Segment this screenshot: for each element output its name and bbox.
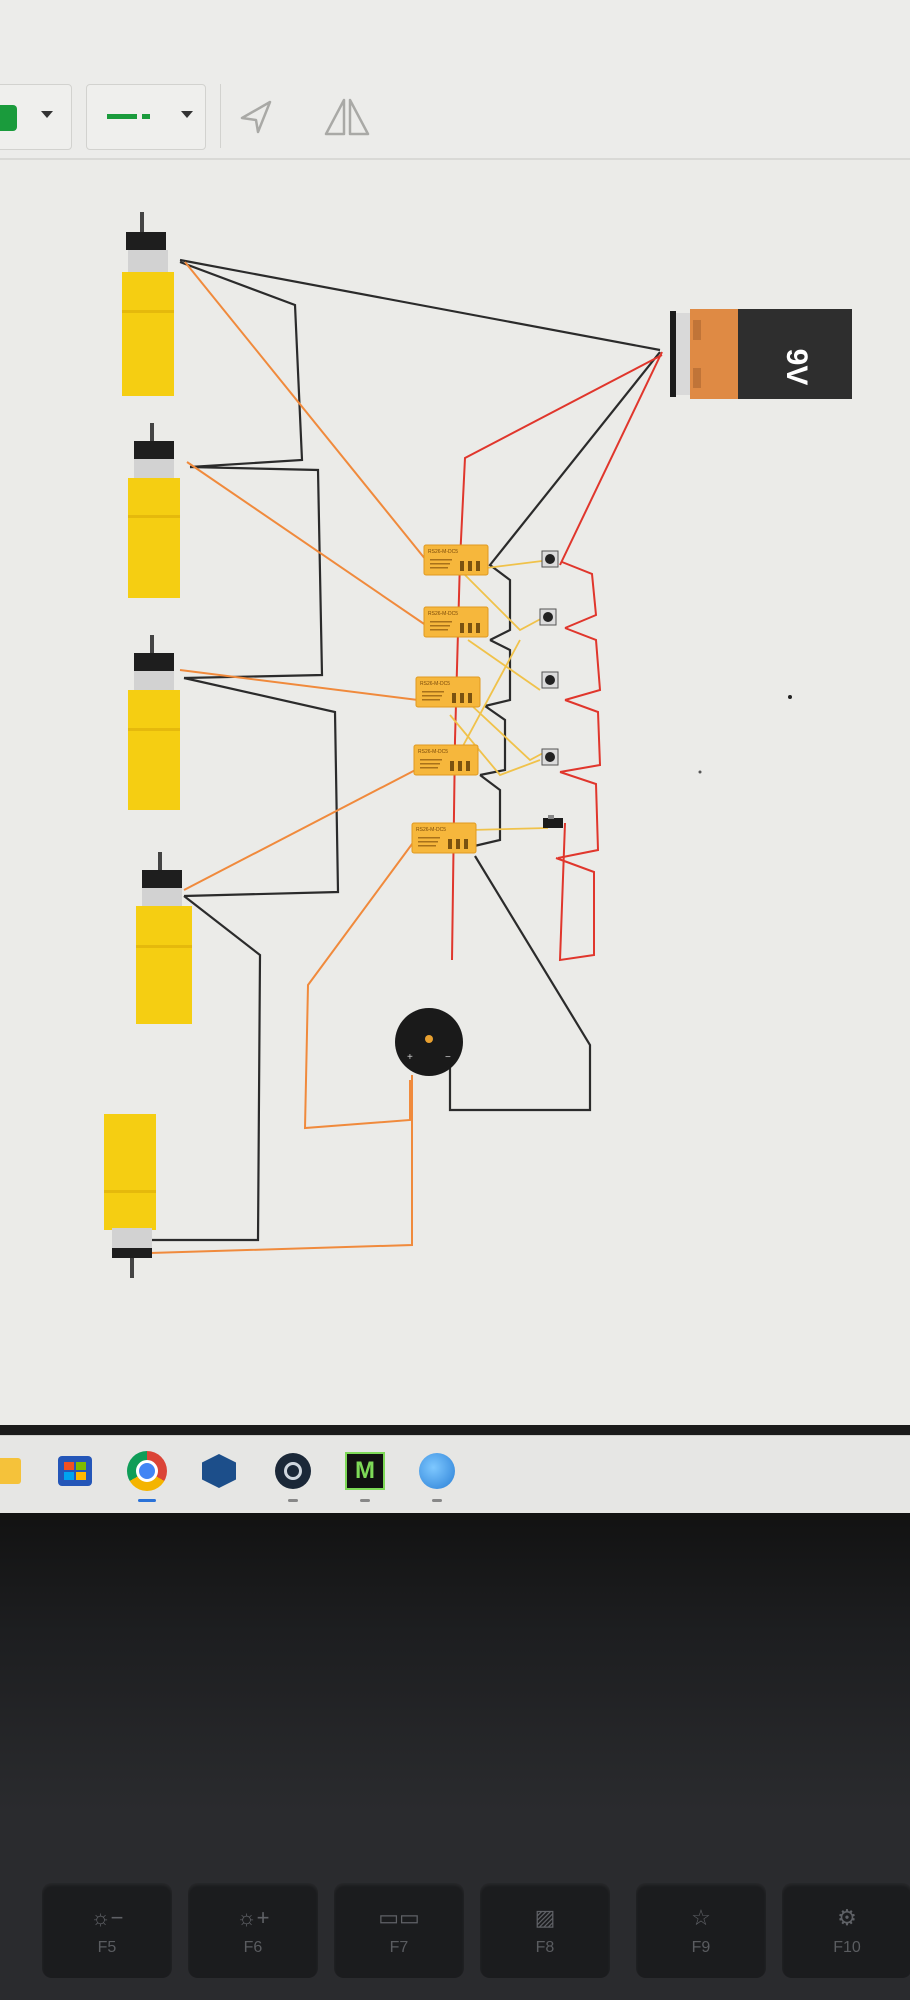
taskbar-microsoft-store[interactable] [52, 1448, 98, 1494]
taskbar-paint-app[interactable] [414, 1448, 460, 1502]
chevron-down-icon [181, 111, 193, 118]
motor-1[interactable] [122, 212, 174, 396]
toolbar [0, 0, 910, 160]
svg-text:+: + [407, 1052, 413, 1063]
m-app-icon: M [345, 1452, 385, 1490]
push-button-4[interactable] [541, 748, 559, 766]
relay-2-label: RS26-M-DC5 [428, 611, 458, 617]
svg-text:−: − [445, 1052, 451, 1063]
key-f6-label: F6 [243, 1938, 263, 1956]
keyboard: ☼− F5 ☼+ F6 ▭▭ F7 ▨ F8 ☆ F9 ⚙ F10 [0, 1813, 910, 2000]
paint-icon [419, 1453, 455, 1489]
touchpad-off-icon: ▨ [534, 1904, 556, 1930]
negative-wires [150, 258, 661, 1242]
taskbar-file-explorer[interactable] [0, 1448, 26, 1494]
line-style-dropdown[interactable] [86, 84, 206, 150]
line-style-swatch [107, 114, 137, 119]
fill-color-swatch [0, 105, 17, 131]
motor-2[interactable] [128, 423, 180, 598]
canvas-dot [788, 695, 792, 699]
motor-5[interactable] [104, 1114, 156, 1278]
circuit-diagram: 9V [104, 212, 852, 1278]
canvas-dot [698, 770, 702, 774]
battery-9v[interactable]: 9V [670, 309, 852, 399]
folder-icon [0, 1458, 21, 1484]
active-indicator [138, 1499, 156, 1502]
settings-icon: ⚙ [837, 1904, 857, 1930]
brightness-up-icon: ☼+ [236, 1904, 270, 1930]
sketchup-icon [202, 1454, 236, 1488]
key-f10[interactable]: ⚙ F10 [782, 1883, 910, 1978]
push-button-1[interactable] [541, 550, 559, 568]
relay-4-label: RS26-M-DC5 [418, 749, 448, 755]
push-button-3[interactable] [541, 671, 559, 689]
relay-1-label: RS26-M-DC5 [428, 549, 458, 555]
chevron-down-icon [41, 111, 53, 118]
key-f10-label: F10 [833, 1938, 861, 1956]
relay-3-label: RS26-M-DC5 [420, 681, 450, 687]
battery-label: 9V [780, 349, 813, 386]
relay-1[interactable]: RS26-M-DC5 [423, 544, 489, 576]
key-f8[interactable]: ▨ F8 [480, 1883, 610, 1978]
taskbar-steam[interactable] [270, 1448, 316, 1502]
screen-edge [0, 1425, 910, 1435]
key-f5-label: F5 [97, 1938, 117, 1956]
key-f9-label: F9 [691, 1938, 711, 1956]
laptop-bezel [0, 1513, 910, 1813]
key-f9[interactable]: ☆ F9 [636, 1883, 766, 1978]
running-indicator [360, 1499, 370, 1502]
buzzer[interactable]: + − [395, 1008, 463, 1076]
relay-5-label: RS26-M-DC5 [416, 827, 446, 833]
brightness-down-icon: ☼− [90, 1904, 124, 1930]
favorite-icon: ☆ [691, 1904, 711, 1930]
display-switch-icon: ▭▭ [378, 1904, 420, 1930]
line-style-dash [142, 114, 150, 119]
toolbar-divider [220, 84, 221, 148]
key-f7[interactable]: ▭▭ F7 [334, 1883, 464, 1978]
push-button-2[interactable] [539, 608, 557, 626]
store-icon [58, 1456, 92, 1486]
fill-color-dropdown[interactable] [0, 84, 72, 150]
key-f7-label: F7 [389, 1938, 409, 1956]
key-f8-label: F8 [535, 1938, 555, 1956]
taskbar-m-app[interactable]: M [342, 1448, 388, 1502]
relay-3[interactable]: RS26-M-DC5 [415, 676, 481, 708]
key-f6[interactable]: ☼+ F6 [188, 1883, 318, 1978]
taskbar-chrome[interactable] [124, 1448, 170, 1502]
relay-2[interactable]: RS26-M-DC5 [423, 606, 489, 638]
flip-tool-icon[interactable] [322, 96, 372, 140]
relay-5[interactable]: RS26-M-DC5 [411, 822, 477, 854]
screen: 9V [0, 0, 910, 1435]
motor-3[interactable] [128, 635, 180, 810]
rotate-tool-icon[interactable] [236, 96, 276, 136]
chrome-icon [127, 1451, 167, 1491]
steam-icon [275, 1453, 311, 1489]
running-indicator [432, 1499, 442, 1502]
key-f5[interactable]: ☼− F5 [42, 1883, 172, 1978]
taskbar-sketchup[interactable] [196, 1448, 242, 1494]
taskbar: M [0, 1435, 910, 1514]
relay-4[interactable]: RS26-M-DC5 [413, 744, 479, 776]
circuit-canvas[interactable]: 9V [0, 160, 910, 1430]
slide-switch[interactable] [543, 815, 563, 828]
running-indicator [288, 1499, 298, 1502]
motor-4[interactable] [136, 852, 192, 1024]
signal-wires [149, 261, 431, 1254]
